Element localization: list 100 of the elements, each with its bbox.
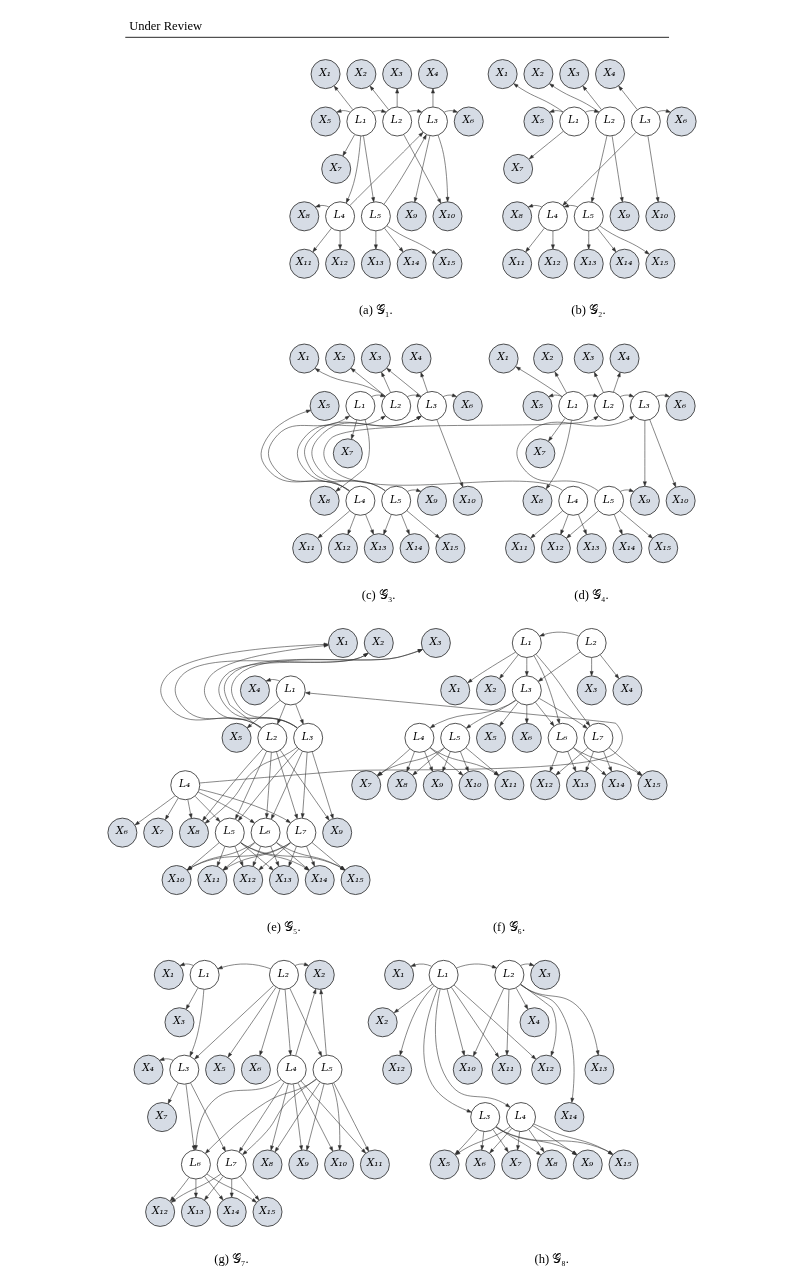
- arrow: [363, 135, 375, 203]
- node-circle: L₄: [276, 1054, 307, 1085]
- arrow: [265, 752, 272, 819]
- node-circle: X₄: [519, 1007, 550, 1038]
- arrow: [383, 134, 427, 205]
- arrow: [407, 488, 422, 492]
- node-circle: X₁₀: [324, 1149, 354, 1180]
- arrow: [423, 988, 472, 1113]
- arrow: [342, 134, 355, 157]
- arrow: [539, 631, 579, 637]
- arrow: [238, 1082, 285, 1153]
- label: (a) 𝒢₁.: [358, 303, 393, 318]
- arrow: [189, 989, 205, 1057]
- arrow: [573, 747, 607, 776]
- label: (h) 𝒢₈.: [534, 1251, 569, 1266]
- node-circle: X₁₀: [452, 1054, 483, 1085]
- arrow: [413, 135, 431, 203]
- arrow: [430, 747, 499, 776]
- arrow: [548, 393, 563, 398]
- arrow: [611, 135, 624, 203]
- node-circle: X₁₄: [399, 533, 430, 564]
- node-circle: L₄: [345, 485, 376, 516]
- node-circle: X₆: [241, 1054, 271, 1085]
- arrow: [566, 510, 599, 539]
- node-circle: X₁₀: [665, 485, 696, 516]
- node-circle: X₁₀: [452, 485, 483, 516]
- arrow: [179, 962, 194, 966]
- label: (d) 𝒢₄.: [574, 587, 609, 602]
- arrow: [205, 1079, 317, 1154]
- node-circle: X₁₄: [554, 1102, 585, 1132]
- node-circle: L₂: [257, 722, 288, 753]
- arrow: [520, 984, 600, 1056]
- arrow: [582, 85, 602, 110]
- arrow: [467, 652, 516, 683]
- arrow: [252, 846, 261, 867]
- arrow: [499, 702, 519, 727]
- arrow: [199, 691, 623, 784]
- node-circle: X₁₃: [360, 248, 391, 279]
- node-circle: X₁₂: [538, 248, 568, 279]
- arrow: [403, 134, 442, 204]
- arrow: [525, 704, 529, 724]
- arrow: [408, 109, 423, 113]
- arrow: [335, 419, 370, 492]
- node-circle: L₁: [189, 959, 220, 990]
- arrow: [549, 751, 558, 772]
- arrow: [525, 657, 529, 677]
- node-circle: X₁₃: [576, 533, 607, 564]
- arrow: [562, 132, 637, 206]
- node-circle: L₄: [170, 770, 201, 801]
- node-circle: X₅: [309, 391, 340, 421]
- node-circle: X₄: [401, 343, 432, 374]
- arrow: [600, 654, 620, 679]
- arrow: [167, 1082, 179, 1104]
- arrow: [499, 654, 519, 679]
- arrow: [597, 228, 617, 253]
- label: (f) 𝒢₆.: [492, 919, 526, 934]
- arrow: [578, 514, 587, 535]
- arrow: [194, 796, 221, 822]
- arrow: [399, 985, 435, 1056]
- arrow: [229, 1178, 234, 1198]
- arrow: [525, 228, 545, 253]
- node-circle: L₂: [576, 628, 607, 658]
- arrow: [274, 1082, 321, 1153]
- node-circle: X₇: [321, 154, 352, 184]
- node-circle: X₉: [396, 201, 427, 232]
- node-circle: L₃: [630, 106, 661, 137]
- arrow: [386, 368, 422, 397]
- node-circle: L₁: [428, 959, 459, 990]
- arrow: [599, 225, 650, 255]
- arrow: [349, 132, 424, 206]
- arrow: [204, 1176, 224, 1201]
- arrow: [480, 1131, 485, 1151]
- arrow: [347, 514, 356, 535]
- arrow: [268, 415, 350, 492]
- arrow: [280, 749, 330, 821]
- arrow: [516, 1131, 520, 1151]
- arrow: [185, 1084, 196, 1151]
- node-circle: L₅: [573, 201, 604, 232]
- arrow: [199, 789, 291, 824]
- node-circle: L₁: [558, 391, 589, 421]
- arrow: [372, 109, 387, 113]
- node-circle: X₁₃: [584, 1054, 615, 1085]
- arrow: [312, 751, 334, 819]
- arrow: [216, 846, 226, 867]
- node-circle: L₅: [312, 1054, 343, 1085]
- node-circle: X₆: [511, 722, 542, 753]
- arrow: [643, 420, 647, 487]
- arrow: [217, 963, 271, 970]
- arrow: [317, 510, 350, 539]
- arrow: [549, 83, 600, 113]
- arrow: [465, 747, 499, 776]
- arrow: [535, 654, 591, 726]
- arrow: [437, 135, 450, 202]
- arrow: [295, 988, 317, 1056]
- arrow: [647, 135, 660, 203]
- node-circle: L₁: [275, 675, 306, 706]
- arrow: [520, 962, 535, 966]
- arrow: [513, 83, 564, 113]
- arrow: [258, 842, 291, 871]
- arrow: [586, 230, 591, 250]
